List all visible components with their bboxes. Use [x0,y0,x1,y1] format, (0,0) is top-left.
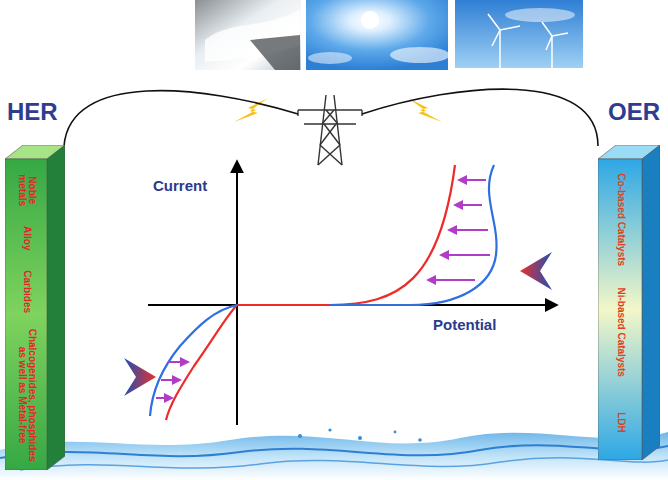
catalyst-label: Co-based Catalysts [615,163,626,275]
solar-photo [306,0,450,70]
axis-label: Current [153,178,207,195]
shift-arrow [520,252,552,290]
catalyst-label: Noble metals [16,163,37,216]
water-waves [0,428,668,480]
lightning-bolt [408,98,442,122]
power-wire [64,91,298,146]
catalyst-pillar: HERNoble metalsAlloyCarbidesChalcogenide… [5,145,65,470]
polarization-chart [124,162,556,425]
pillar-outline [598,145,660,460]
catalyst-label: Ni-based Catalysts [615,275,626,387]
shift-arrow [124,358,156,396]
catalyst-label: Alloy [21,216,32,259]
power-pylon [298,95,362,165]
reaction-heading: HER [7,100,58,124]
reaction-heading: OER [608,100,660,124]
pillar-face: Noble metalsAlloyCarbidesChalcogenides, … [5,159,47,470]
axis-label: Potential [433,317,496,334]
catalyst-label: Chalcogenides, phosphides as well as Met… [16,323,37,466]
power-wire [362,89,598,146]
pillar-face: Co-based CatalystsNi-based CatalystsLDH [598,159,642,460]
hydro-photo [195,0,301,70]
catalyst-label: Carbides [21,259,32,323]
wind-photo [455,0,583,68]
catalyst-pillar: OERCo-based CatalystsNi-based CatalystsL… [598,145,660,460]
catalyst-label: LDH [615,388,626,456]
